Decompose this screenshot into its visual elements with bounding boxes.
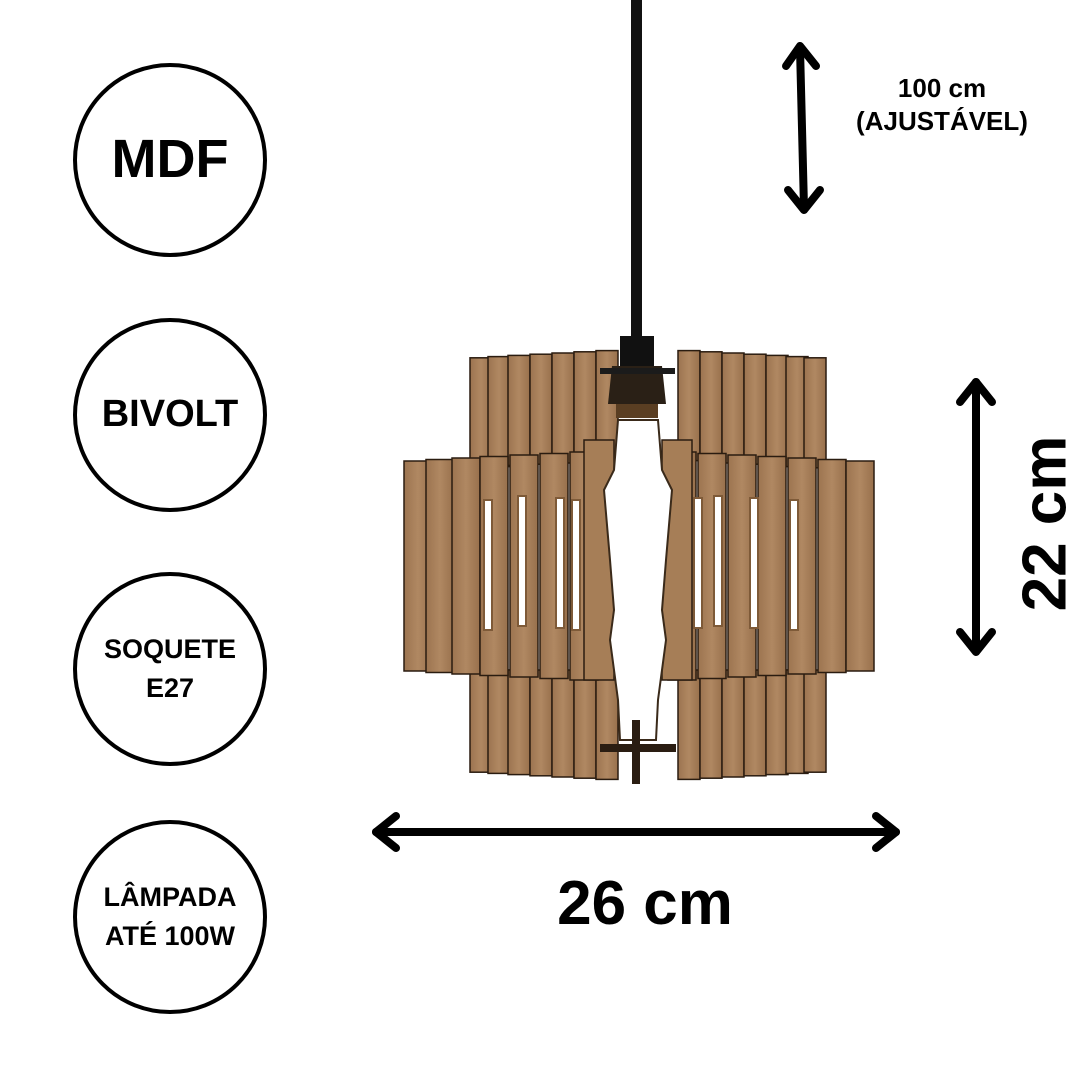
upper-slat	[721, 352, 745, 464]
lamp-inner-opening	[602, 419, 674, 741]
slat-window	[693, 497, 703, 629]
slat-window	[571, 499, 581, 631]
lower-slat	[529, 669, 553, 777]
middle-slat-right	[817, 458, 847, 674]
lower-slat	[721, 669, 745, 778]
middle-slat-right	[757, 455, 787, 677]
badge-voltage: BIVOLT	[73, 318, 267, 512]
badge-lamp: LÂMPADA ATÉ 100W	[73, 820, 267, 1014]
slat-window	[517, 495, 527, 627]
lamp-socket	[600, 336, 675, 418]
lower-slat	[743, 669, 767, 777]
height-arrow	[956, 378, 996, 656]
width-label: 26 cm	[557, 869, 733, 938]
badge-voltage-text: BIVOLT	[101, 393, 239, 436]
upper-slat	[743, 353, 767, 465]
lamp-bottom-brace	[600, 720, 676, 784]
middle-slat-right	[845, 460, 875, 672]
cord-length-label: 100 cm (AJUSTÁVEL)	[842, 72, 1042, 137]
width-arrow	[372, 812, 900, 852]
badge-lamp-line-1: LÂMPADA	[103, 881, 237, 912]
lower-slat	[551, 669, 575, 778]
lower-slat	[803, 669, 827, 773]
cord-length-arrow	[782, 42, 824, 214]
middle-slat-left	[451, 457, 481, 675]
cord-length-value: 100 cm	[897, 73, 987, 103]
badge-socket-line-2: E27	[145, 673, 195, 703]
height-label: 22 cm	[1010, 435, 1080, 612]
middle-slat-left	[425, 458, 455, 674]
slat-window	[789, 499, 799, 631]
lower-slat	[677, 669, 701, 781]
badge-lamp-line-2: ATÉ 100W	[104, 921, 235, 951]
upper-slat	[507, 354, 531, 467]
lower-slat	[573, 669, 597, 779]
lower-slat	[487, 669, 511, 775]
upper-slat	[529, 353, 553, 465]
slat-window	[555, 497, 565, 629]
lower-slat	[765, 669, 789, 776]
badge-material-text: MDF	[111, 129, 229, 190]
upper-slat	[487, 355, 511, 468]
badge-socket: SOQUETE E27	[73, 572, 267, 766]
badge-socket-line-1: SOQUETE	[103, 633, 237, 664]
lower-slat	[507, 669, 531, 776]
slat-window	[483, 499, 493, 631]
badge-material: MDF	[73, 63, 267, 257]
lamp-cord	[631, 0, 642, 340]
upper-slat	[803, 357, 827, 469]
upper-slat	[699, 351, 723, 463]
slat-window	[749, 497, 759, 629]
lower-slat	[595, 669, 619, 781]
lower-slat	[699, 669, 723, 779]
lamp-middle-tier	[403, 439, 875, 681]
upper-slat	[765, 354, 789, 467]
slat-window	[713, 495, 723, 627]
upper-slat	[551, 352, 575, 464]
cord-length-note: (AJUSTÁVEL)	[856, 105, 1028, 136]
